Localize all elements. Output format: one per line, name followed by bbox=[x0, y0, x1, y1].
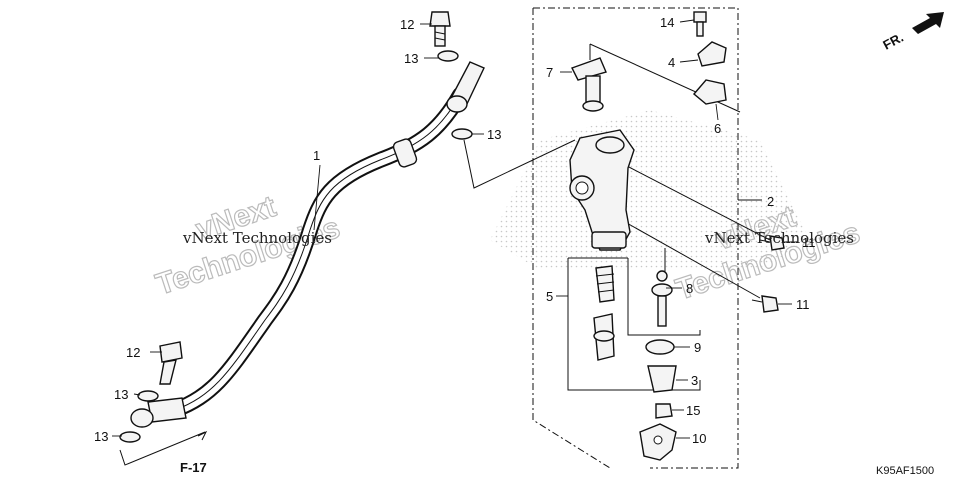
drawing-code: K95AF1500 bbox=[876, 465, 934, 477]
callout-13-c: 13 bbox=[114, 387, 128, 402]
washer-upper-2 bbox=[451, 128, 473, 140]
watermark-text-left: vNext Technologies bbox=[182, 229, 332, 247]
f17-pointer bbox=[119, 430, 208, 466]
callout-14: 14 bbox=[660, 15, 674, 30]
bolt-lower bbox=[159, 341, 183, 385]
callout-11-lower: 11 bbox=[796, 297, 810, 312]
callouts: 1 2 3 4 5 6 7 8 9 10 11 11 12 12 13 13 1… bbox=[94, 15, 816, 446]
reservoir-cap bbox=[697, 41, 727, 67]
callout-2: 2 bbox=[767, 194, 774, 209]
clevis-joint bbox=[639, 423, 677, 461]
spring-piston bbox=[593, 265, 615, 361]
lock-nut bbox=[655, 403, 673, 419]
front-label: FR. bbox=[880, 30, 906, 53]
callout-15: 15 bbox=[686, 403, 700, 418]
bolt-upper bbox=[429, 11, 451, 47]
brake-hose bbox=[130, 61, 485, 428]
guide-lines bbox=[463, 43, 771, 299]
callout-13-a: 13 bbox=[404, 51, 418, 66]
front-direction-marker: FR. bbox=[880, 12, 944, 53]
logo-watermark bbox=[490, 110, 810, 270]
callout-6: 6 bbox=[714, 121, 721, 136]
callout-7: 7 bbox=[546, 65, 553, 80]
master-cylinder-body bbox=[569, 129, 635, 251]
callout-10: 10 bbox=[692, 431, 706, 446]
push-rod bbox=[651, 270, 673, 327]
assembly-boundary bbox=[532, 7, 762, 469]
circlip bbox=[645, 339, 675, 355]
callout-9: 9 bbox=[694, 340, 701, 355]
callout-5: 5 bbox=[546, 289, 553, 304]
callout-4: 4 bbox=[668, 55, 675, 70]
dust-boot bbox=[647, 365, 677, 393]
callout-13-b: 13 bbox=[487, 127, 501, 142]
callout-13-d: 13 bbox=[94, 429, 108, 444]
callout-11-upper: 11 bbox=[802, 235, 816, 250]
washer-lower-1 bbox=[137, 390, 159, 402]
watermark-text-right: vNext Technologies bbox=[704, 229, 854, 247]
washer-lower-2 bbox=[119, 431, 141, 443]
leader-lines bbox=[112, 19, 798, 439]
front-arrow-icon bbox=[912, 12, 944, 34]
figure-reference: F-17 bbox=[180, 460, 207, 475]
reservoir-joint bbox=[571, 57, 607, 112]
mount-bolt-lower bbox=[751, 295, 779, 313]
callout-12-lower: 12 bbox=[126, 345, 140, 360]
washer-upper-1 bbox=[437, 50, 459, 62]
seal-kit-bracket bbox=[556, 257, 701, 391]
callout-1: 1 bbox=[313, 148, 320, 163]
small-bolt bbox=[693, 11, 707, 37]
callout-12-upper: 12 bbox=[400, 17, 414, 32]
callout-8: 8 bbox=[686, 281, 693, 296]
diaphragm-plate bbox=[693, 79, 727, 105]
mount-bolt-upper bbox=[759, 235, 785, 251]
callout-3: 3 bbox=[691, 373, 698, 388]
